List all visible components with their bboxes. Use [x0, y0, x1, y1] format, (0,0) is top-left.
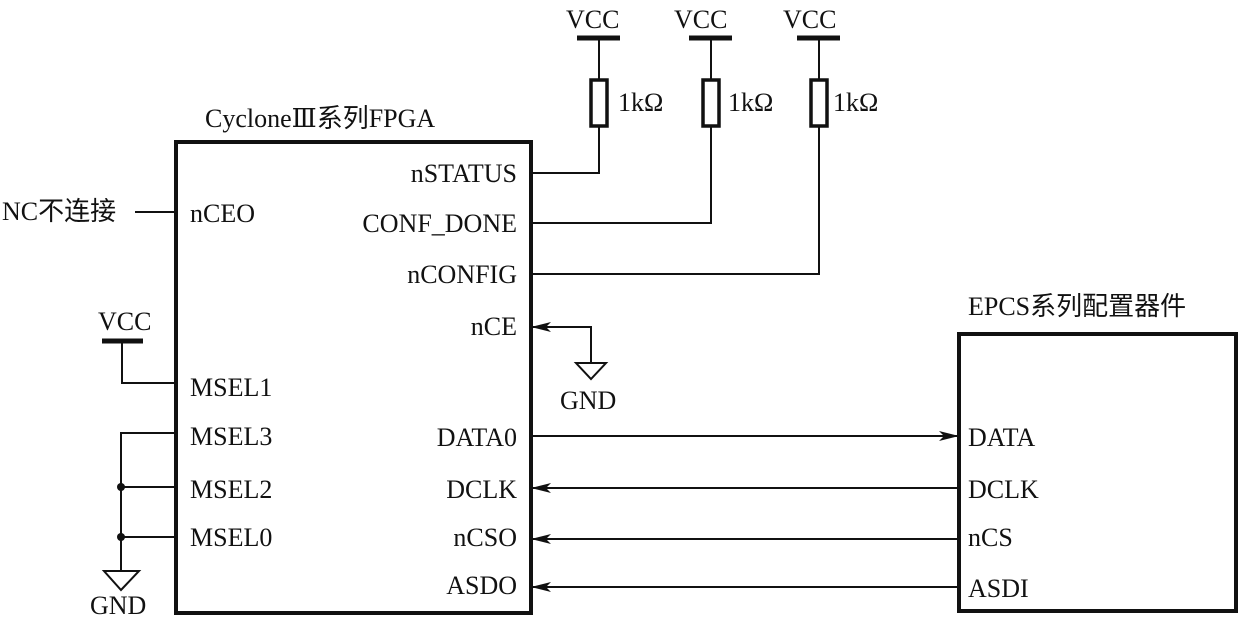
pin-msel1: MSEL1 [190, 373, 272, 402]
pin-nstatus: nSTATUS [411, 159, 517, 188]
epcs-title: EPCS系列配置器件 [968, 292, 1186, 321]
epcs-pin-asdi: ASDI [968, 574, 1029, 603]
resistor-icon [589, 78, 609, 128]
resistor-value: 1kΩ [728, 88, 773, 117]
pin-nconfig: nCONFIG [407, 260, 517, 289]
pin-nceo: nCEO [190, 199, 255, 228]
vcc-label: VCC [98, 307, 151, 336]
resistor-value: 1kΩ [618, 88, 663, 117]
gnd-label: GND [560, 386, 616, 415]
nce-gnd: GND [531, 322, 616, 415]
epcs-pin-data: DATA [968, 423, 1035, 452]
epcs-block: EPCS系列配置器件 DATA DCLK nCS ASDI [957, 292, 1238, 613]
pin-ncso: nCSO [453, 523, 517, 552]
signal-lines [531, 431, 959, 592]
nce-wire [531, 322, 592, 365]
epcs-pin-dclk: DCLK [968, 475, 1039, 504]
msel-gnd: GND [90, 432, 176, 620]
pin-msel2: MSEL2 [190, 475, 272, 504]
ground-icon [573, 362, 609, 381]
resistor-icon [701, 78, 721, 128]
gnd-label: GND [90, 591, 146, 620]
pullup-conf-done: VCC 1kΩ [531, 5, 773, 224]
ground-icon [101, 570, 142, 592]
junction-dot [117, 483, 125, 491]
msel1-vcc: VCC [98, 307, 176, 384]
nstatus-wire [531, 126, 600, 174]
resistor-icon [809, 78, 829, 128]
junction-dot [117, 533, 125, 541]
msel3-wire [120, 432, 176, 571]
pullup-nconfig: VCC 1kΩ [531, 5, 878, 275]
vcc-label: VCC [674, 5, 727, 34]
resistor-value: 1kΩ [833, 88, 878, 117]
epcs-pin-ncs: nCS [968, 523, 1013, 552]
fpga-box [174, 140, 533, 615]
pin-asdo: ASDO [446, 571, 517, 600]
pin-dclk: DCLK [446, 475, 517, 504]
fpga-title: CycloneⅢ系列FPGA [205, 104, 435, 133]
pin-conf-done: CONF_DONE [362, 209, 517, 238]
pullup-nstatus: VCC 1kΩ [531, 5, 663, 174]
nconfig-wire [531, 126, 820, 275]
pin-msel0: MSEL0 [190, 523, 272, 552]
nc-label: NC不连接 [2, 197, 116, 226]
vcc-label: VCC [566, 5, 619, 34]
fpga-block: CycloneⅢ系列FPGA nCEO MSEL1 MSEL3 MSEL2 MS… [174, 104, 533, 615]
msel1-wire [121, 341, 176, 384]
nceo-nc-connection: NC不连接 [2, 197, 176, 226]
vcc-label: VCC [783, 5, 836, 34]
pin-nce: nCE [471, 312, 517, 341]
pin-msel3: MSEL3 [190, 422, 272, 451]
epcs-box [957, 332, 1238, 613]
pin-data0: DATA0 [437, 423, 517, 452]
conf-done-wire [531, 126, 712, 224]
